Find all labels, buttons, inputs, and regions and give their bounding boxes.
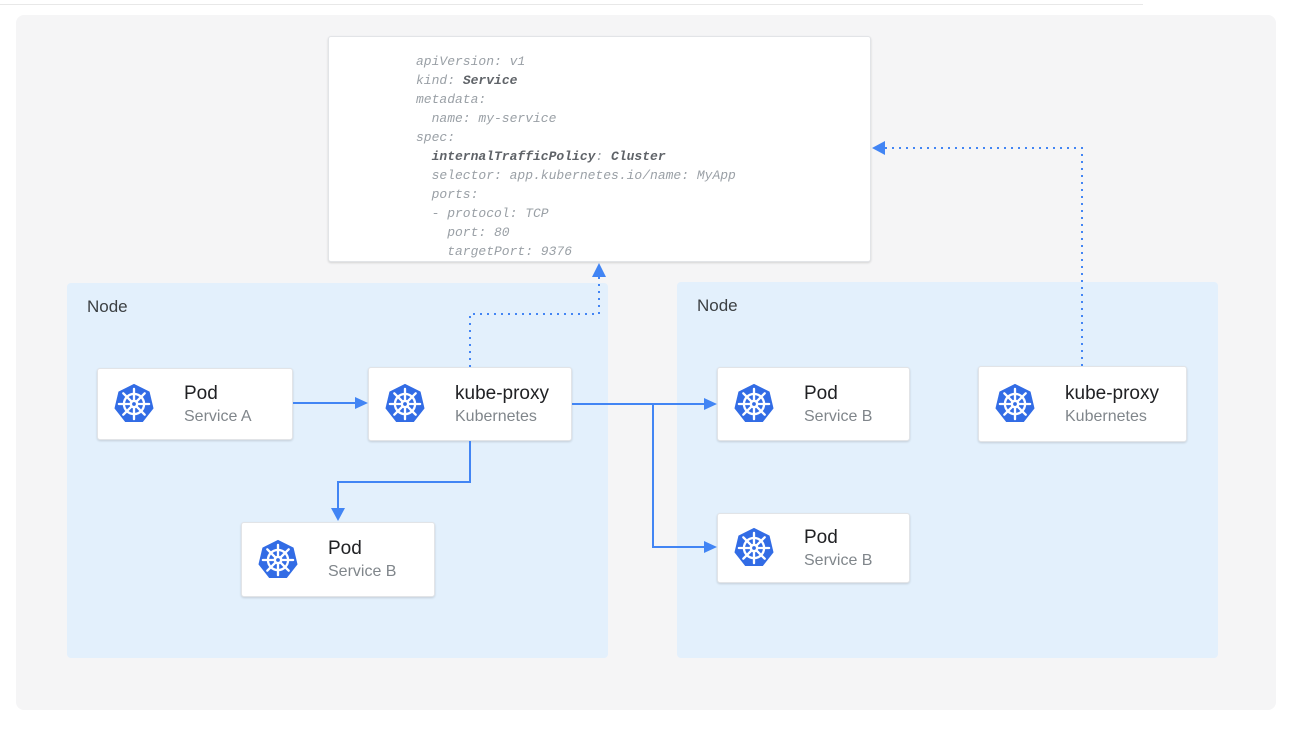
card-subtitle: Service B bbox=[328, 562, 396, 582]
code-line: metadata: bbox=[416, 90, 870, 109]
card-title: Pod bbox=[328, 537, 396, 560]
code-line: apiVersion: v1 bbox=[416, 52, 870, 71]
kube-proxy-left-card: kube-proxy Kubernetes bbox=[368, 367, 572, 441]
card-subtitle: Service B bbox=[804, 407, 872, 427]
node-right-label: Node bbox=[697, 295, 738, 317]
pod-service-b-left-card: Pod Service B bbox=[241, 522, 435, 597]
code-line: kind: Service bbox=[416, 71, 870, 90]
top-border-line bbox=[0, 4, 1143, 5]
node-right: Node bbox=[677, 282, 1218, 658]
kubernetes-wheel-icon bbox=[733, 527, 775, 569]
card-subtitle: Service B bbox=[804, 551, 872, 571]
code-line: targetPort: 9376 bbox=[416, 242, 870, 261]
card-subtitle: Service A bbox=[184, 407, 252, 427]
pod-service-a-card: Pod Service A bbox=[97, 368, 293, 440]
kubernetes-wheel-icon bbox=[257, 539, 299, 581]
card-title: Pod bbox=[804, 382, 872, 405]
kubernetes-wheel-icon bbox=[994, 383, 1036, 425]
yaml-code: apiVersion: v1kind: Servicemetadata:name… bbox=[329, 37, 870, 261]
code-line: ports: bbox=[416, 185, 870, 204]
code-line: internalTrafficPolicy: Cluster bbox=[416, 147, 870, 166]
code-line: name: my-service bbox=[416, 109, 870, 128]
pod-service-b-right-top-card: Pod Service B bbox=[717, 367, 910, 441]
kube-proxy-right-card: kube-proxy Kubernetes bbox=[978, 366, 1187, 442]
code-line: selector: app.kubernetes.io/name: MyApp bbox=[416, 166, 870, 185]
pod-service-b-right-bottom-card: Pod Service B bbox=[717, 513, 910, 583]
card-subtitle: Kubernetes bbox=[455, 407, 549, 427]
kubernetes-wheel-icon bbox=[733, 383, 775, 425]
code-line: port: 80 bbox=[416, 223, 870, 242]
node-left: Node bbox=[67, 283, 608, 658]
service-manifest-card: apiVersion: v1kind: Servicemetadata:name… bbox=[328, 36, 871, 262]
kubernetes-wheel-icon bbox=[113, 383, 155, 425]
card-subtitle: Kubernetes bbox=[1065, 407, 1159, 427]
card-title: kube-proxy bbox=[1065, 382, 1159, 405]
code-line: - protocol: TCP bbox=[416, 204, 870, 223]
code-line: spec: bbox=[416, 128, 870, 147]
card-title: kube-proxy bbox=[455, 382, 549, 405]
kubernetes-wheel-icon bbox=[384, 383, 426, 425]
card-title: Pod bbox=[804, 526, 872, 549]
card-title: Pod bbox=[184, 382, 252, 405]
node-left-label: Node bbox=[87, 296, 128, 318]
